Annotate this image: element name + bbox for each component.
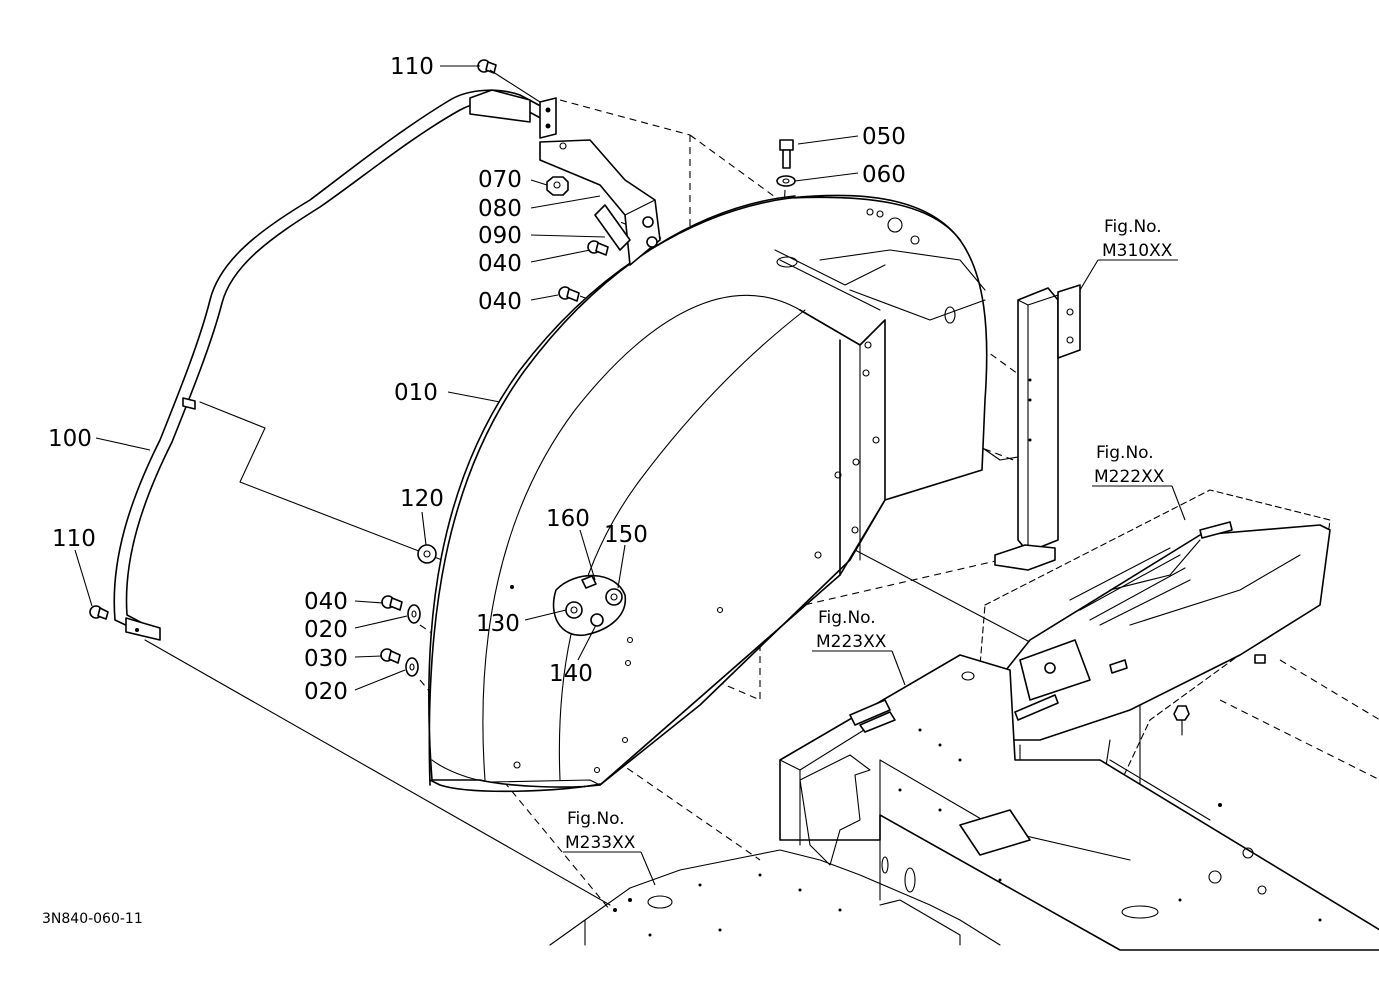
callout-150: 150 (604, 522, 648, 548)
callout-040-b: 040 (478, 289, 522, 315)
fig-ref-m222-code: M222XX (1094, 467, 1165, 487)
callout-160: 160 (546, 506, 590, 532)
fig-ref-m233-code: M233XX (565, 833, 636, 853)
fig-ref-m222-label: Fig.No. (1096, 443, 1154, 463)
fig-ref-m223-label: Fig.No. (818, 608, 876, 628)
callout-030: 030 (304, 646, 348, 672)
callout-100: 100 (48, 426, 92, 452)
callout-040-c: 040 (304, 589, 348, 615)
bracket-080 (539, 139, 661, 266)
frame-m222 (974, 489, 1331, 811)
figure-references: Fig.No. M310XX Fig.No. M222XX Fig.No. M2… (565, 217, 1173, 853)
fig-ref-m310-label: Fig.No. (1104, 217, 1162, 237)
callout-140: 140 (549, 661, 593, 687)
callout-080: 080 (478, 196, 522, 222)
callout-040-a: 040 (478, 251, 522, 277)
callout-090: 090 (478, 223, 522, 249)
fig-ref-m223-code: M223XX (816, 632, 887, 652)
callout-060: 060 (862, 162, 906, 188)
drawing-code: 3N840-060-11 (42, 911, 143, 927)
callout-labels: 110 050 060 070 080 090 040 040 010 100 … (48, 54, 906, 705)
callout-130: 130 (476, 611, 520, 637)
callout-120: 120 (400, 486, 444, 512)
grab-handle-100 (113, 89, 557, 641)
hardware (89, 59, 796, 677)
fig-ref-m310-code: M310XX (1102, 241, 1173, 261)
callout-050: 050 (862, 124, 906, 150)
callout-020-a: 020 (304, 617, 348, 643)
callout-010: 010 (394, 380, 438, 406)
leader-lines (74, 65, 1186, 886)
post-m310 (994, 284, 1081, 571)
callout-070: 070 (478, 167, 522, 193)
callout-110-top: 110 (390, 54, 434, 80)
fig-ref-m233-label: Fig.No. (567, 809, 625, 829)
frame-m223 (779, 654, 1379, 951)
callout-020-b: 020 (304, 679, 348, 705)
plate-m233 (549, 849, 1001, 946)
fender-010 (428, 194, 988, 793)
callout-110-bottom: 110 (52, 526, 96, 552)
